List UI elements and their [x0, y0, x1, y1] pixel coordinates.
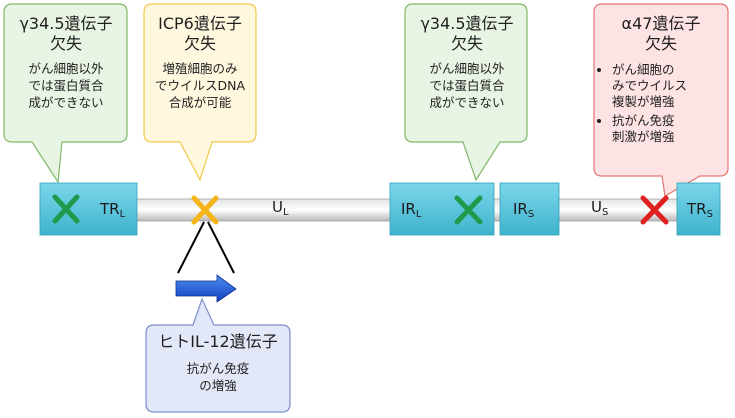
callout-a47-title: α47遺伝子 欠失 — [621, 14, 701, 53]
segment-label-trl: TRL — [100, 200, 125, 220]
segment-label-trs-sub: S — [706, 209, 713, 220]
callout-g34-right-title: γ34.5遺伝子 欠失 — [420, 14, 514, 53]
callout-icp6-body: 増殖細胞のみ でウイルスDNA 合成が可能 — [154, 61, 246, 110]
callout-bubble-g34-right — [404, 3, 528, 182]
segment-label-trl-main: TR — [100, 200, 120, 218]
callout-a47-item: 抗がん免疫 刺激が増強 — [612, 113, 726, 145]
deletion-x-icon-a47 — [640, 195, 669, 225]
insertion-line-right — [207, 221, 235, 274]
callout-g34-right-body: がん細胞以外 では蛋白質合 成ができない — [429, 61, 505, 110]
segment-label-irl-main: IR — [401, 200, 416, 218]
segment-box-irl — [389, 182, 495, 236]
segment-box-irs — [499, 182, 560, 236]
segment-label-trs-main: TR — [687, 200, 707, 218]
callout-a47-item: がん細胞の みでウイルス 複製が増強 — [612, 62, 726, 110]
callout-il12-body: 抗がん免疫 の増強 — [186, 361, 250, 393]
callout-a47: α47遺伝子 欠失 がん細胞の みでウイルス 複製が増強 抗がん免疫 刺激が増強 — [596, 14, 726, 148]
callout-g34-right: γ34.5遺伝子 欠失 がん細胞以外 では蛋白質合 成ができない — [407, 14, 527, 111]
segment-label-irs-main: IR — [513, 200, 528, 218]
callout-icp6: ICP6遺伝子 欠失 増殖細胞のみ でウイルスDNA 合成が可能 — [146, 14, 254, 111]
callout-g34-left-body: がん細胞以外 では蛋白質合 成ができない — [28, 61, 104, 110]
callout-icp6-title: ICP6遺伝子 欠失 — [158, 14, 242, 53]
segment-label-irl: IRL — [401, 200, 421, 220]
callout-il12-title: ヒトIL-12遺伝子 — [158, 332, 278, 351]
callout-bubble-g34-left — [3, 3, 128, 184]
segment-box-trs — [676, 182, 721, 236]
callout-il12: ヒトIL-12遺伝子 抗がん免疫 の増強 — [148, 332, 288, 394]
region-label-us: US — [591, 198, 608, 218]
segment-label-irl-sub: L — [415, 209, 422, 220]
segment-label-trl-sub: L — [119, 209, 126, 220]
region-label-ul-main: U — [272, 198, 283, 216]
callout-bubble-icp6 — [143, 3, 257, 182]
region-label-ul: UL — [272, 198, 289, 218]
callout-g34-left: γ34.5遺伝子 欠失 がん細胞以外 では蛋白質合 成ができない — [6, 14, 126, 111]
region-label-us-sub: S — [601, 207, 609, 218]
segment-box-trl — [39, 182, 138, 236]
deletion-x-icon-g34-left — [52, 194, 80, 224]
callout-bubble-il12 — [145, 297, 291, 413]
segment-label-trs: TRS — [687, 200, 713, 220]
genome-backbone — [39, 198, 721, 222]
callout-a47-list: がん細胞の みでウイルス 複製が増強 抗がん免疫 刺激が増強 — [596, 62, 726, 145]
deletion-x-icon-g34-right — [454, 195, 483, 225]
callout-g34-left-title: γ34.5遺伝子 欠失 — [19, 14, 113, 53]
region-label-us-main: U — [591, 198, 602, 216]
segment-label-irs: IRS — [513, 200, 534, 220]
segment-label-irs-sub: S — [527, 209, 535, 220]
il12-insert-arrow-icon — [175, 274, 237, 303]
insertion-line-left — [177, 221, 205, 274]
region-label-ul-sub: L — [282, 207, 289, 218]
deletion-x-icon-icp6 — [191, 195, 219, 225]
